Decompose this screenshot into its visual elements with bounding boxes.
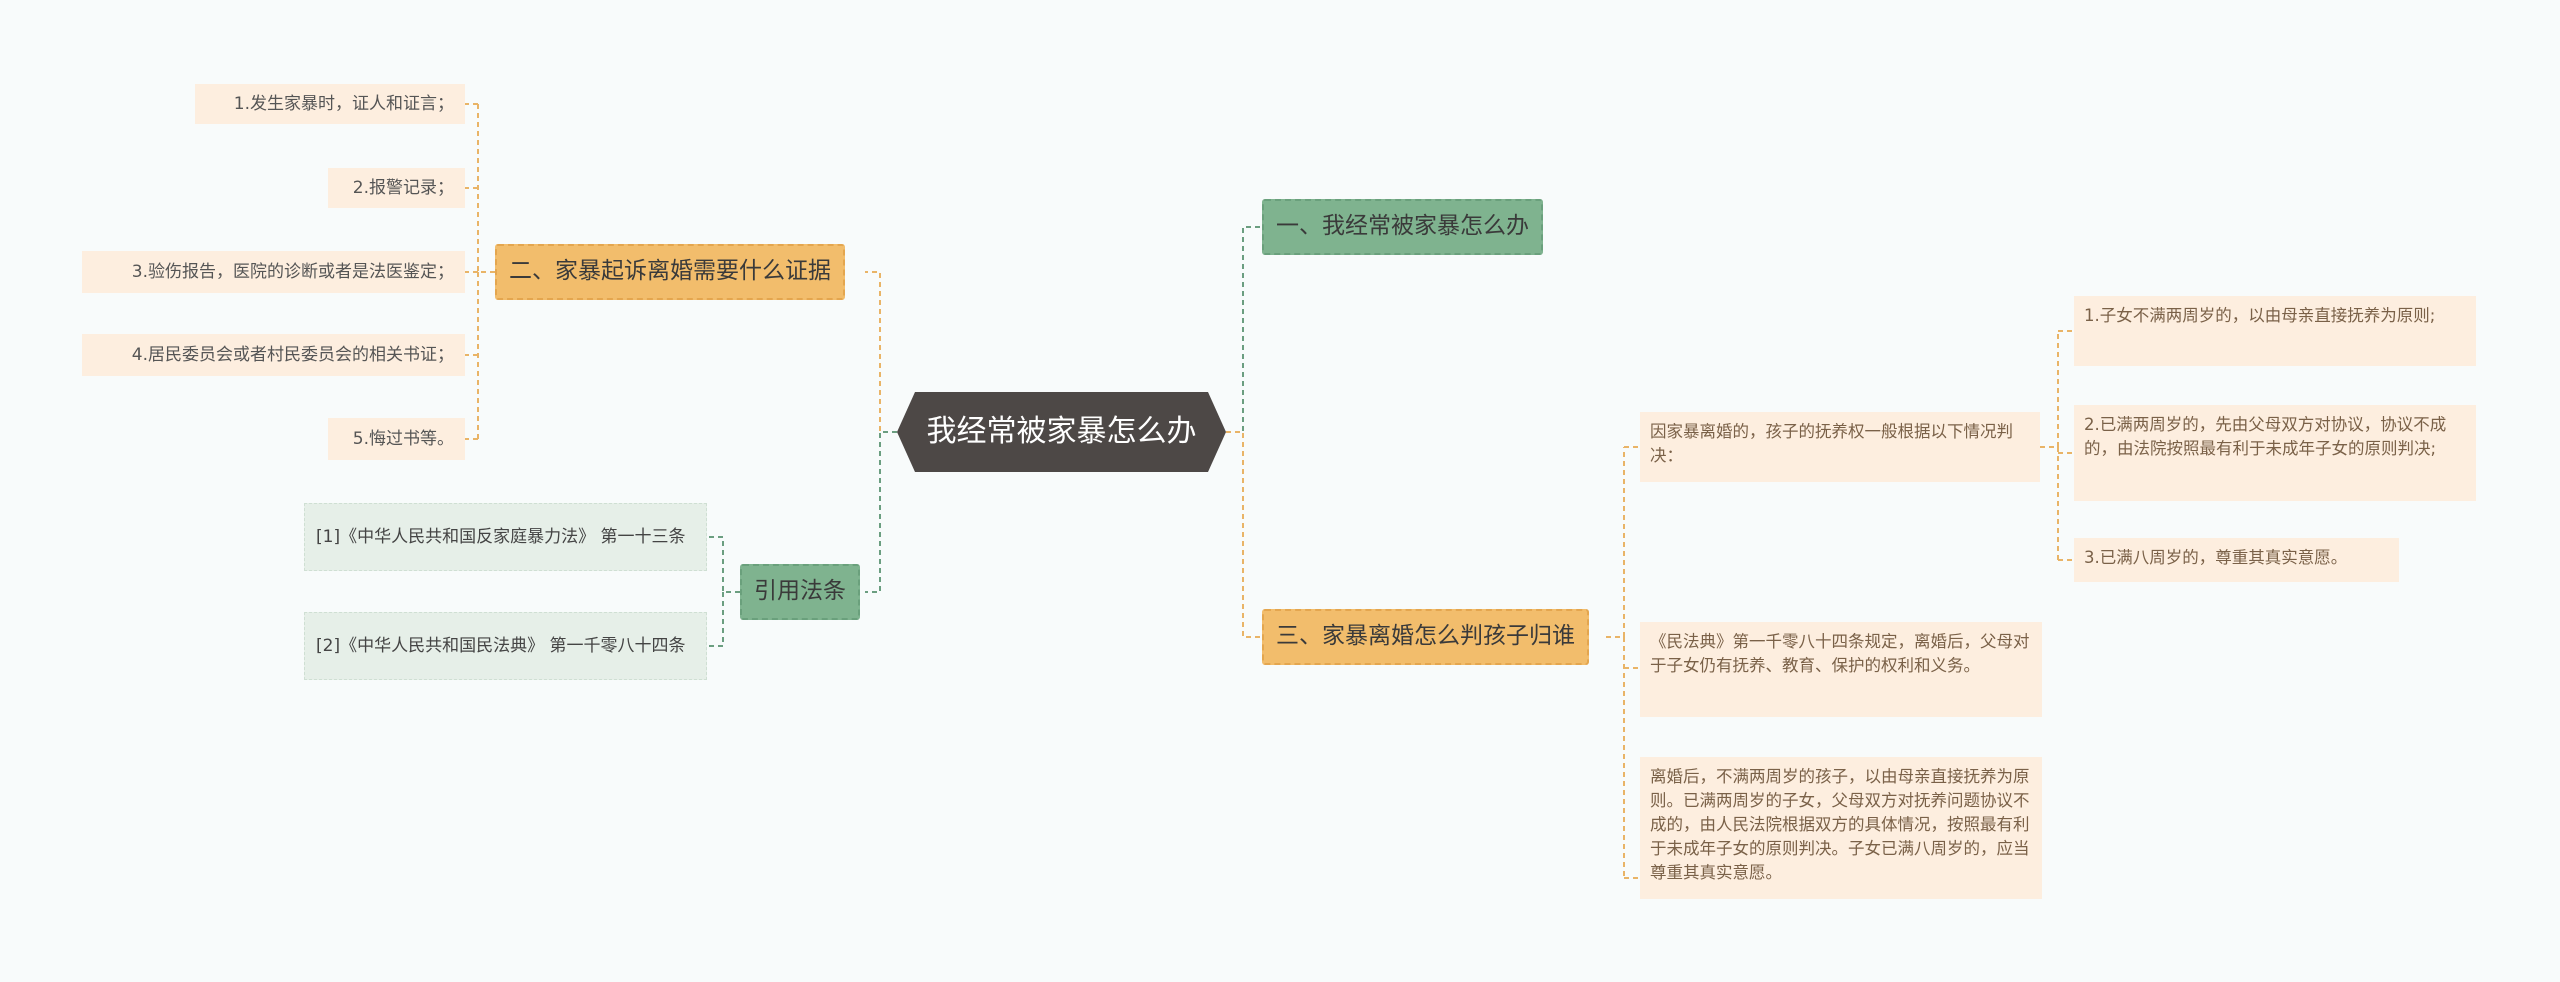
custody-rule-text: 3.已满八周岁的，尊重其真实意愿。 bbox=[2084, 548, 2348, 567]
civil-code-note[interactable]: 《民法典》第一千零八十四条规定，离婚后，父母对于子女仍有抚养、教育、保护的权利和… bbox=[1640, 622, 2042, 717]
custody-intro-text: 因家暴离婚的，孩子的抚养权一般根据以下情况判决： bbox=[1650, 422, 2013, 465]
branch-evidence-label: 二、家暴起诉离婚需要什么证据 bbox=[509, 258, 831, 285]
branch-laws[interactable]: 引用法条 bbox=[740, 564, 860, 620]
custody-rule-text: 2.已满两周岁的，先由父母双方对协议，协议不成的，由法院按照最有利于未成年子女的… bbox=[2084, 415, 2447, 458]
custody-rule[interactable]: 2.已满两周岁的，先由父母双方对协议，协议不成的，由法院按照最有利于未成年子女的… bbox=[2074, 405, 2476, 501]
branch-q1-label: 一、我经常被家暴怎么办 bbox=[1276, 213, 1529, 240]
link-evidence-items bbox=[465, 103, 495, 440]
evidence-item[interactable]: 4.居民委员会或者村民委员会的相关书证； bbox=[82, 334, 465, 376]
custody-rule[interactable]: 1.子女不满两周岁的，以由母亲直接抚养为原则; bbox=[2074, 296, 2476, 366]
branch-q3-label: 三、家暴离婚怎么判孩子归谁 bbox=[1276, 623, 1575, 650]
custody-rule[interactable]: 3.已满八周岁的，尊重其真实意愿。 bbox=[2074, 538, 2399, 582]
link-root-evidence bbox=[865, 271, 897, 433]
citation-item-text: [1]《中华人民共和国反家庭暴力法》 第一十三条 bbox=[316, 526, 686, 547]
evidence-item[interactable]: 5.悔过书等。 bbox=[328, 418, 465, 460]
evidence-item-text: 2.报警记录； bbox=[352, 177, 454, 198]
custody-intro[interactable]: 因家暴离婚的，孩子的抚养权一般根据以下情况判决： bbox=[1640, 412, 2040, 482]
evidence-item-text: 5.悔过书等。 bbox=[352, 428, 454, 449]
custody-detail-text: 离婚后，不满两周岁的孩子，以由母亲直接抚养为原则。已满两周岁的子女，父母双方对抚… bbox=[1650, 767, 2030, 882]
link-intro-rules bbox=[2040, 330, 2074, 561]
link-laws-items bbox=[707, 536, 740, 647]
citation-item-text: [2]《中华人民共和国民法典》 第一千零八十四条 bbox=[316, 635, 686, 656]
custody-rule-text: 1.子女不满两周岁的，以由母亲直接抚养为原则; bbox=[2084, 306, 2436, 325]
branch-q1[interactable]: 一、我经常被家暴怎么办 bbox=[1262, 199, 1543, 255]
civil-code-note-text: 《民法典》第一千零八十四条规定，离婚后，父母对于子女仍有抚养、教育、保护的权利和… bbox=[1650, 632, 2030, 675]
evidence-item-text: 1.发生家暴时，证人和证言； bbox=[233, 93, 454, 114]
citation-item[interactable]: [2]《中华人民共和国民法典》 第一千零八十四条 bbox=[304, 612, 707, 680]
branch-q3[interactable]: 三、家暴离婚怎么判孩子归谁 bbox=[1262, 609, 1589, 665]
evidence-item[interactable]: 3.验伤报告，医院的诊断或者是法医鉴定； bbox=[82, 251, 465, 293]
custody-detail[interactable]: 离婚后，不满两周岁的孩子，以由母亲直接抚养为原则。已满两周岁的子女，父母双方对抚… bbox=[1640, 757, 2042, 899]
evidence-item[interactable]: 2.报警记录； bbox=[328, 168, 465, 208]
evidence-item-text: 4.居民委员会或者村民委员会的相关书证； bbox=[131, 344, 454, 365]
root-topic[interactable]: 我经常被家暴怎么办 bbox=[897, 392, 1226, 472]
link-root-laws bbox=[865, 431, 897, 593]
evidence-item-text: 3.验伤报告，医院的诊断或者是法医鉴定； bbox=[131, 261, 454, 282]
branch-laws-label: 引用法条 bbox=[754, 578, 846, 605]
branch-evidence[interactable]: 二、家暴起诉离婚需要什么证据 bbox=[495, 244, 845, 300]
evidence-item[interactable]: 1.发生家暴时，证人和证言； bbox=[195, 84, 465, 124]
citation-item[interactable]: [1]《中华人民共和国反家庭暴力法》 第一十三条 bbox=[304, 503, 707, 571]
link-q3-details bbox=[1606, 446, 1640, 879]
link-root-q3 bbox=[1226, 431, 1262, 638]
root-topic-label: 我经常被家暴怎么办 bbox=[926, 414, 1197, 450]
link-root-q1 bbox=[1226, 226, 1262, 433]
